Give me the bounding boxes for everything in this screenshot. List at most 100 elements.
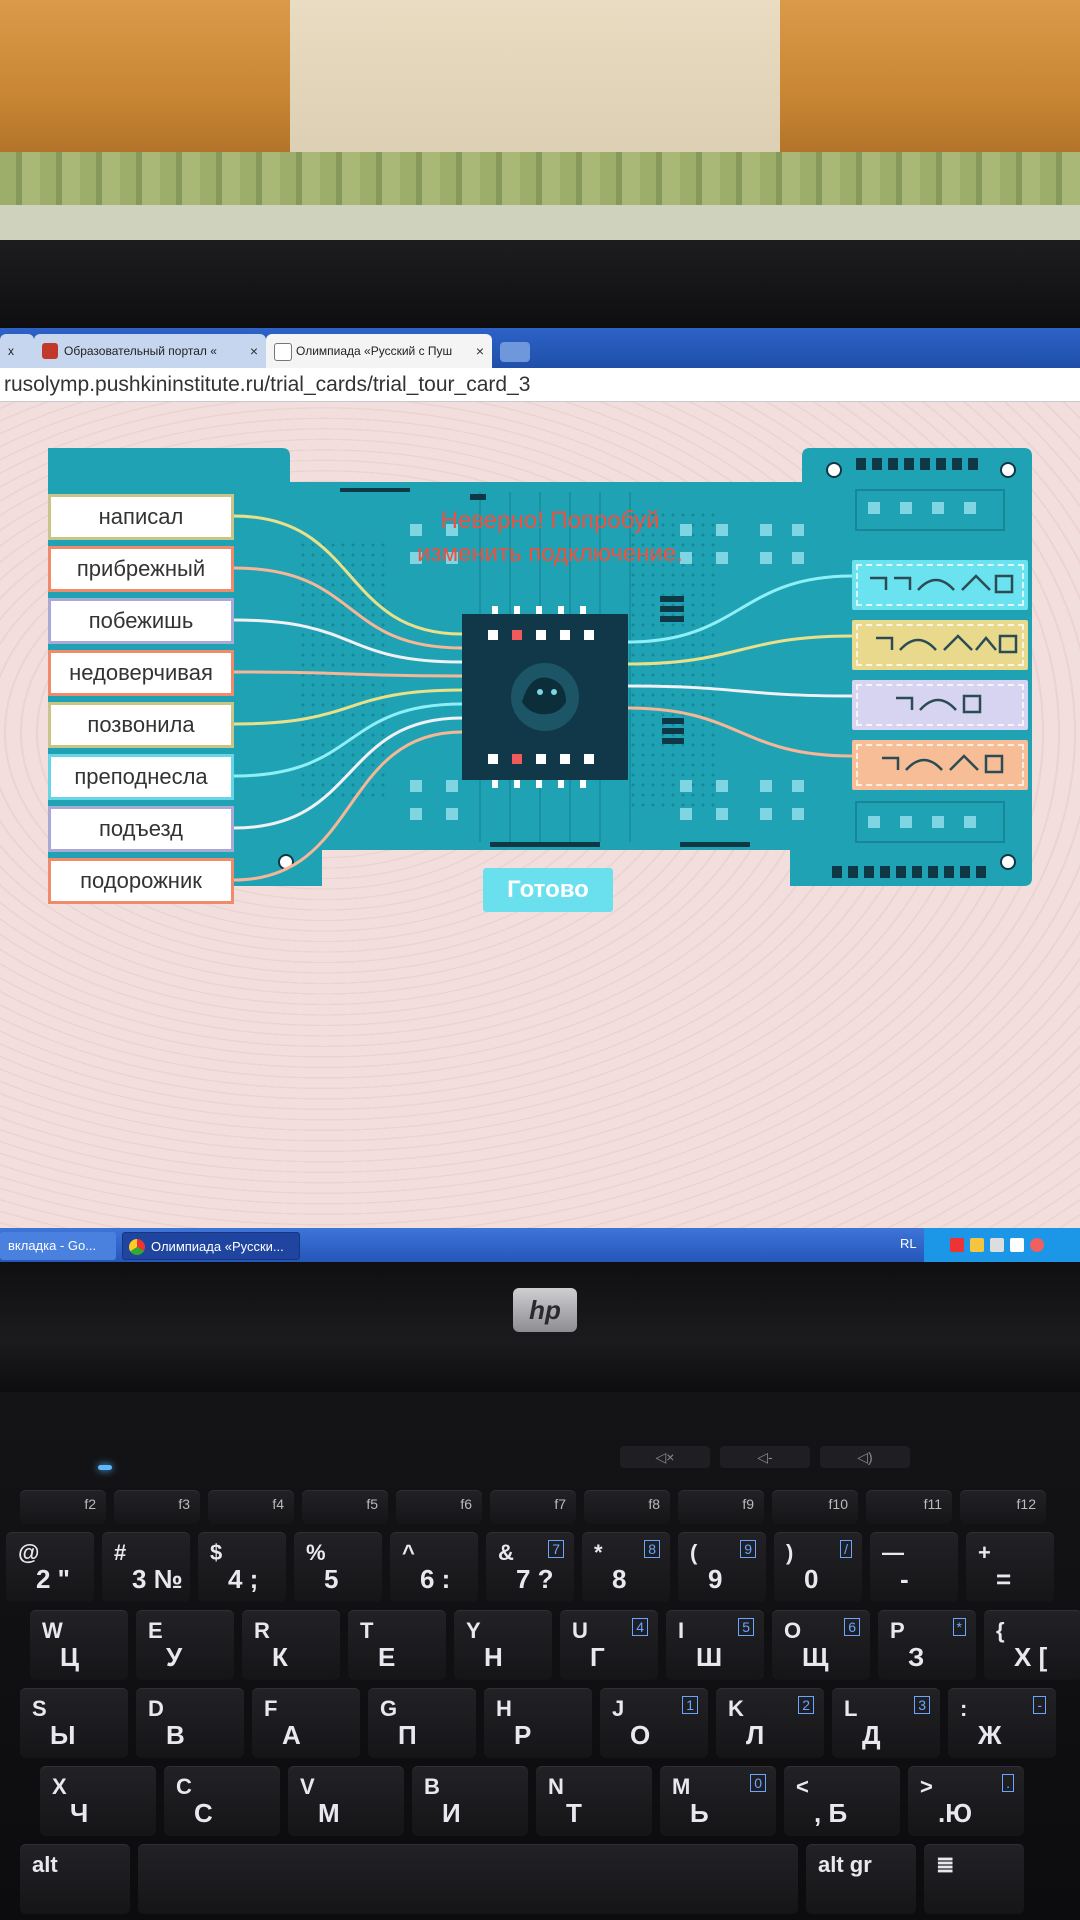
tray-app-icon[interactable] bbox=[1030, 1238, 1044, 1252]
key-num-3[interactable]: %5 bbox=[294, 1532, 382, 1602]
word-card-3[interactable]: побежишь bbox=[48, 598, 234, 644]
tab-olympiad[interactable]: Олимпиада «Русский с Пуш × bbox=[266, 334, 492, 368]
taskbar-item-tab[interactable]: вкладка - Go... bbox=[0, 1232, 116, 1260]
connector-strips bbox=[340, 458, 986, 878]
word-card-7[interactable]: подъезд bbox=[48, 806, 234, 852]
site-favicon-icon bbox=[42, 343, 58, 359]
morpheme-scheme-icon bbox=[896, 694, 982, 714]
key-a-8[interactable]: :Ж- bbox=[948, 1688, 1056, 1758]
word-scheme-card-3[interactable] bbox=[852, 680, 1028, 730]
key-z-6[interactable]: <, Б bbox=[784, 1766, 900, 1836]
windows-taskbar: вкладка - Go... Олимпиада «Русски... RL bbox=[0, 1228, 1080, 1264]
key-space[interactable] bbox=[138, 1844, 798, 1914]
laptop-bezel-top bbox=[0, 240, 1080, 330]
word-card-6[interactable]: преподнесла bbox=[48, 754, 234, 800]
key-fn-8[interactable]: f10 bbox=[772, 1490, 858, 1524]
tab-close-icon[interactable]: x bbox=[8, 344, 14, 358]
key-fn-10[interactable]: f12 bbox=[960, 1490, 1046, 1524]
wire-12 bbox=[627, 706, 853, 758]
key-alt[interactable]: alt bbox=[20, 1844, 130, 1914]
key-num-0[interactable]: @2 " bbox=[6, 1532, 94, 1602]
language-indicator[interactable]: RL bbox=[900, 1236, 917, 1251]
word-scheme-card-1[interactable] bbox=[852, 560, 1028, 610]
key-fn-1[interactable]: f3 bbox=[114, 1490, 200, 1524]
word-card-1[interactable]: написал bbox=[48, 494, 234, 540]
tab-educational-portal[interactable]: Образовательный портал « × bbox=[34, 334, 266, 368]
key-num-10[interactable]: += bbox=[966, 1532, 1054, 1602]
tab-close-icon[interactable]: × bbox=[475, 343, 484, 359]
key-z-7[interactable]: >.Ю. bbox=[908, 1766, 1024, 1836]
key-fn-5[interactable]: f7 bbox=[490, 1490, 576, 1524]
key-menu[interactable]: ≣ bbox=[924, 1844, 1024, 1914]
wire-3 bbox=[233, 618, 463, 664]
hp-logo: hp bbox=[513, 1288, 577, 1332]
tab-close-icon[interactable]: × bbox=[249, 343, 258, 359]
new-tab-button[interactable] bbox=[500, 342, 530, 362]
word-card-5[interactable]: позвонила bbox=[48, 702, 234, 748]
ready-button[interactable]: Готово bbox=[483, 868, 613, 912]
error-message-line-1: Неверно! Попробуй bbox=[440, 507, 660, 534]
word-card-8[interactable]: подорожник bbox=[48, 858, 234, 904]
word-card-2[interactable]: прибрежный bbox=[48, 546, 234, 592]
space-row: alt alt gr ≣ bbox=[20, 1844, 1024, 1914]
key-num-4[interactable]: ^6 : bbox=[390, 1532, 478, 1602]
word-scheme-card-4[interactable] bbox=[852, 740, 1028, 790]
tray-app-icon[interactable] bbox=[990, 1238, 1004, 1252]
volume-icon[interactable] bbox=[1010, 1238, 1024, 1252]
word-card-4[interactable]: недоверчивая bbox=[48, 650, 234, 696]
key-fn-3[interactable]: f5 bbox=[302, 1490, 388, 1524]
key-fn-0[interactable]: f2 bbox=[20, 1490, 106, 1524]
key-altgr[interactable]: alt gr bbox=[806, 1844, 916, 1914]
word-scheme-card-2[interactable] bbox=[852, 620, 1028, 670]
tab-partial[interactable]: x bbox=[0, 334, 34, 368]
key-fn-2[interactable]: f4 bbox=[208, 1490, 294, 1524]
processor-chip bbox=[462, 606, 628, 788]
address-bar[interactable]: rusolymp.pushkininstitute.ru/trial_cards… bbox=[0, 368, 1080, 402]
key-fn-6[interactable]: f8 bbox=[584, 1490, 670, 1524]
taskbar-item-olympiad[interactable]: Олимпиада «Русски... bbox=[122, 1232, 300, 1260]
antivirus-icon[interactable] bbox=[950, 1238, 964, 1252]
wire-4 bbox=[233, 670, 463, 678]
volume-down-icon: ◁- bbox=[720, 1446, 810, 1468]
error-message: Неверно! Попробуй изменить подключение. bbox=[360, 504, 740, 570]
key-fn-4[interactable]: f6 bbox=[396, 1490, 482, 1524]
volume-up-icon: ◁) bbox=[820, 1446, 910, 1468]
key-num-8[interactable]: )0/ bbox=[774, 1532, 862, 1602]
key-num-1[interactable]: #3 № bbox=[102, 1532, 190, 1602]
laptop-screen: x Образовательный портал « × Олимпиада «… bbox=[0, 328, 1080, 1264]
key-fn-7[interactable]: f9 bbox=[678, 1490, 764, 1524]
key-num-5[interactable]: &7 ?7 bbox=[486, 1532, 574, 1602]
key-fn-9[interactable]: f11 bbox=[866, 1490, 952, 1524]
network-icon[interactable] bbox=[970, 1238, 984, 1252]
key-num-2[interactable]: $4 ; bbox=[198, 1532, 286, 1602]
key-num-9[interactable]: —- bbox=[870, 1532, 958, 1602]
key-q-9[interactable]: {Х [ bbox=[984, 1610, 1080, 1680]
